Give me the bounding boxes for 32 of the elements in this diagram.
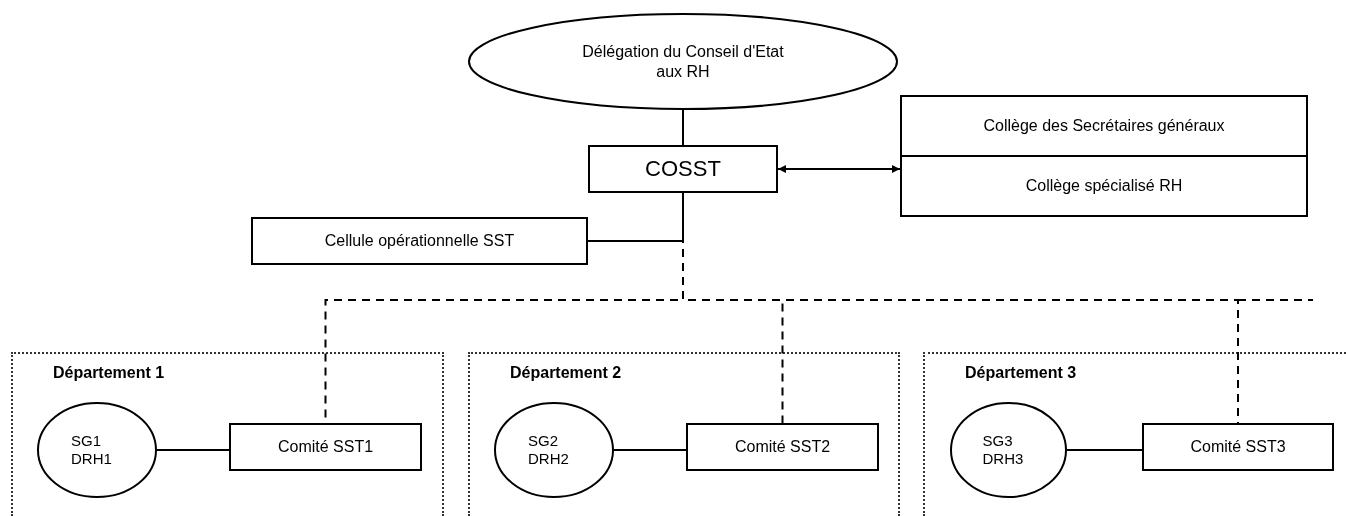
node-label: Comité SST3	[1190, 438, 1286, 456]
department-heading: Département 1	[53, 364, 165, 382]
node-label: Comité SST2	[734, 438, 831, 456]
box-row-label: Collège des Secrétaires généraux	[982, 116, 1226, 136]
connector-line	[682, 109, 684, 146]
box-row-label: Collège spécialisé RH	[902, 155, 1306, 215]
connector-line	[1066, 449, 1143, 451]
ellipse-node	[468, 13, 898, 110]
department-panel	[923, 352, 1346, 516]
process-box	[251, 217, 588, 265]
split-box	[900, 95, 1308, 217]
department-panel	[468, 352, 900, 516]
process-box	[588, 145, 778, 193]
double-arrow	[777, 165, 901, 173]
node-label: Comité SST1	[277, 438, 374, 456]
process-box	[1142, 423, 1334, 471]
node-label: COSST	[645, 156, 721, 182]
node-label: SG1 DRH1	[71, 432, 113, 468]
department-heading: Département 3	[965, 364, 1077, 382]
ellipse-node	[37, 402, 157, 498]
node-label: SG2 DRH2	[528, 432, 570, 468]
department-heading: Département 2	[510, 364, 622, 382]
connector-line	[613, 449, 687, 451]
node-label: Cellule opérationnelle SST	[324, 232, 515, 250]
department-panel	[11, 352, 444, 516]
process-box	[686, 423, 879, 471]
connector-line	[156, 449, 230, 451]
ellipse-node	[950, 402, 1067, 498]
node-label: Délégation du Conseil d'Etat aux RH	[581, 42, 785, 81]
process-box	[229, 423, 422, 471]
node-label: SG3 DRH3	[982, 432, 1025, 468]
ellipse-node	[494, 402, 614, 498]
